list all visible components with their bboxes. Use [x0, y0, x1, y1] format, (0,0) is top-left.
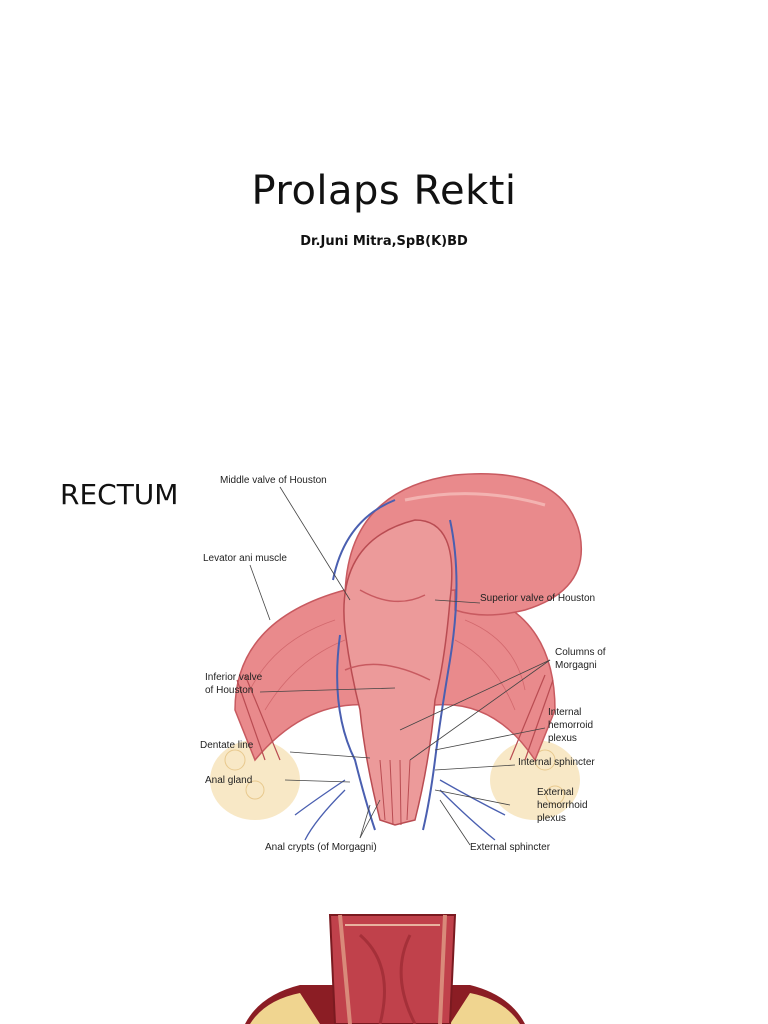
label-external-hem-2: hemorrhoid — [537, 800, 588, 811]
next-slide-preview — [0, 905, 768, 1024]
vein-left — [332, 499, 396, 831]
label-columns-1: Columns of — [555, 647, 606, 658]
label-internal-sphincter: Internal sphincter — [518, 757, 595, 768]
label-internal-hem-2: hemorroid — [548, 720, 593, 731]
label-anal-gland: Anal gland — [205, 775, 252, 786]
label-anal-crypts: Anal crypts (of Morgagni) — [265, 842, 377, 853]
label-internal-hem-1: Internal — [548, 707, 581, 718]
label-columns-2: Morgagni — [555, 660, 597, 671]
label-middle-valve: Middle valve of Houston — [220, 475, 327, 486]
label-external-hem-1: External — [537, 787, 574, 798]
label-external-sphincter: External sphincter — [470, 842, 551, 853]
label-superior-valve: Superior valve of Houston — [480, 593, 595, 604]
label-external-hem-3: plexus — [537, 813, 566, 824]
label-internal-hem-3: plexus — [548, 733, 577, 744]
fat-tissue — [210, 740, 580, 820]
label-inferior-valve-1: Inferior valve — [205, 672, 263, 683]
label-dentate-line: Dentate line — [200, 740, 254, 751]
slide-title: Prolaps Rekti — [251, 168, 517, 214]
rectum-anatomy-diagram: Middle valve of Houston Levator ani musc… — [200, 473, 606, 853]
anal-canal-illustration — [245, 914, 525, 1024]
label-levator-ani: Levator ani muscle — [203, 553, 287, 564]
rectum-slide: RECTUM — [0, 400, 768, 900]
slide-subtitle: Dr.Juni Mitra,SpB(K)BD — [300, 234, 468, 249]
leader-lines — [249, 486, 551, 846]
vein-right — [422, 519, 458, 831]
title-slide: Prolaps Rekti Dr.Juni Mitra,SpB(K)BD — [0, 0, 768, 400]
section-title: RECTUM — [60, 478, 179, 511]
label-inferior-valve-2: of Houston — [205, 685, 253, 696]
